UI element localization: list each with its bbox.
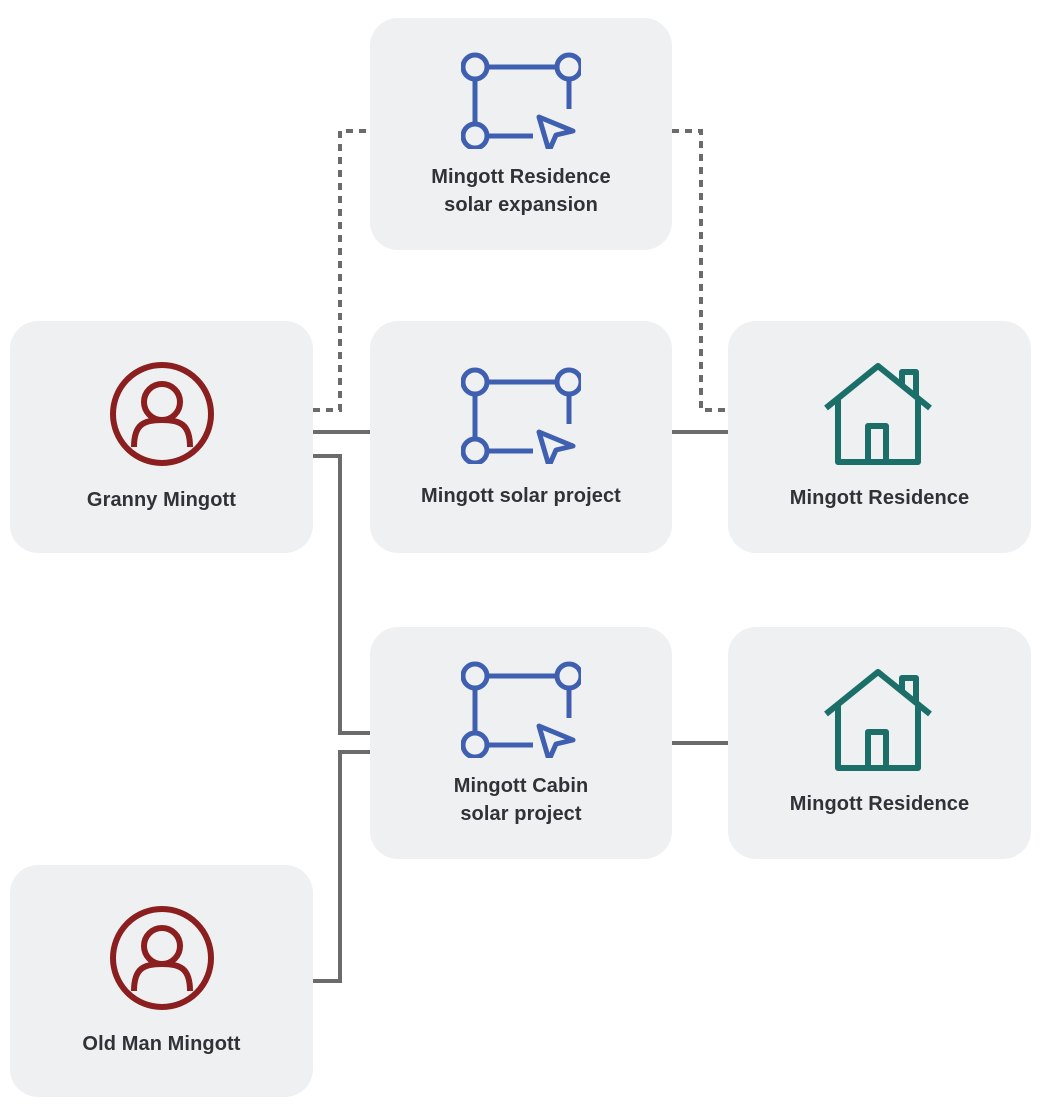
connector-expansion-to-residence-dashed: [672, 129, 728, 412]
node-label: Mingott Cabin solar project: [454, 772, 589, 828]
node-label-line-2: solar project: [460, 803, 582, 825]
node-label: Mingott solar project: [421, 482, 621, 510]
connector-oldman-to-cabin-project: [313, 750, 370, 983]
connector-granny-to-cabin-project: [313, 454, 370, 735]
node-cabin-solar-project[interactable]: Mingott Cabin solar project: [370, 627, 672, 859]
node-solar-project[interactable]: Mingott solar project: [370, 321, 672, 553]
node-mingott-residence[interactable]: Mingott Residence: [728, 321, 1031, 553]
house-icon: [823, 669, 932, 771]
node-label-line-1: Mingott solar project: [421, 485, 621, 507]
person-icon: [109, 362, 214, 466]
node-label-line-1: Mingott Residence: [431, 166, 611, 188]
node-label-line-1: Mingott Cabin: [453, 775, 589, 797]
node-label: Old Man Mingott: [82, 1030, 240, 1058]
project-icon: [461, 367, 581, 464]
node-residence-solar-expansion[interactable]: Mingott Residence solar expansion: [370, 18, 672, 250]
node-granny-mingott[interactable]: Granny Mingott: [10, 321, 313, 553]
node-old-man-mingott[interactable]: Old Man Mingott: [10, 865, 313, 1097]
node-label: Granny Mingott: [87, 486, 236, 514]
connector-granny-to-expansion-dashed: [313, 129, 370, 412]
node-label: Mingott Residence: [790, 484, 970, 512]
node-label-line-1: Mingott Residence: [789, 793, 970, 815]
node-label: Mingott Residence solar expansion: [431, 163, 611, 219]
project-icon: [461, 661, 581, 758]
node-label: Mingott Residence: [790, 790, 970, 818]
person-icon: [109, 906, 214, 1010]
node-label-line-1: Granny Mingott: [86, 489, 237, 511]
house-icon: [823, 363, 932, 465]
project-icon: [461, 52, 581, 149]
node-label-line-2: solar expansion: [444, 194, 598, 216]
node-label-line-1: Old Man Mingott: [82, 1033, 241, 1055]
node-mingott-residence[interactable]: Mingott Residence: [728, 627, 1031, 859]
node-label-line-1: Mingott Residence: [789, 487, 970, 509]
